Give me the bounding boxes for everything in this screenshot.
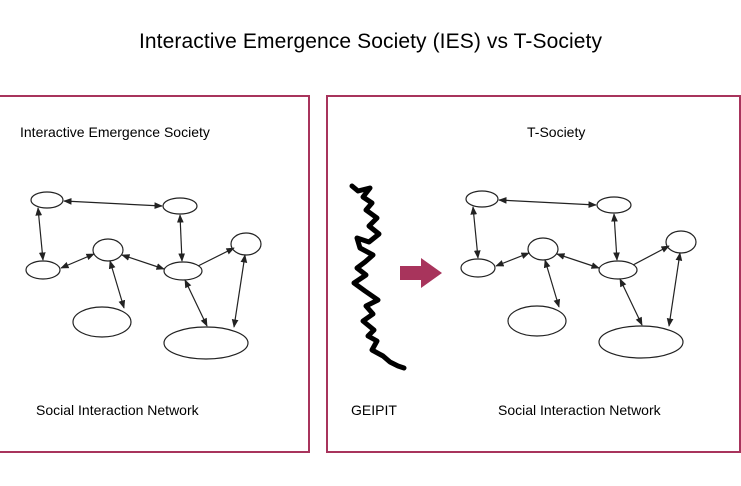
network-node [230, 232, 262, 256]
network-node [163, 326, 249, 360]
ies-panel [0, 95, 310, 453]
ies-network [25, 191, 262, 360]
network-node [92, 238, 124, 262]
network-edge [121, 254, 165, 270]
network-edge [63, 198, 163, 209]
diagram-title: Interactive Emergence Society (IES) vs T… [138, 30, 603, 53]
network-edge [197, 247, 235, 267]
ies-network-caption: Social Interaction Network [36, 402, 199, 418]
network-edge [619, 278, 643, 326]
network-edge [60, 253, 95, 269]
network-node [507, 305, 567, 337]
network-node [527, 237, 559, 261]
network-node [598, 325, 684, 359]
geipit-label: GEIPIT [351, 402, 397, 418]
t-society-panel [326, 95, 741, 453]
network-node [25, 260, 61, 280]
network-edge [108, 260, 126, 309]
network-edge [470, 206, 481, 259]
network-edge [495, 252, 530, 267]
network-node [162, 197, 198, 215]
t-society-network [460, 190, 697, 359]
network-edge [556, 253, 600, 269]
network-node [465, 190, 499, 208]
t-society-network-caption: Social Interaction Network [498, 402, 661, 418]
t-society-heading: T-Society [527, 124, 586, 140]
network-node [30, 191, 64, 209]
network-node [596, 196, 632, 214]
network-node [163, 261, 203, 281]
network-edge [498, 197, 597, 208]
network-node [665, 230, 697, 254]
geipit-squiggle [349, 183, 407, 371]
network-edge [632, 245, 670, 266]
ies-heading: Interactive Emergence Society [20, 124, 210, 140]
network-edge [611, 213, 620, 261]
network-node [598, 260, 638, 280]
network-edge [666, 252, 683, 327]
network-edge [184, 279, 208, 327]
network-edge [176, 214, 186, 262]
network-edge [231, 254, 248, 328]
network-node [72, 306, 132, 338]
network-node [460, 258, 496, 278]
network-edge [35, 207, 46, 261]
network-edge [543, 259, 561, 308]
transform-arrow-icon [400, 258, 442, 288]
